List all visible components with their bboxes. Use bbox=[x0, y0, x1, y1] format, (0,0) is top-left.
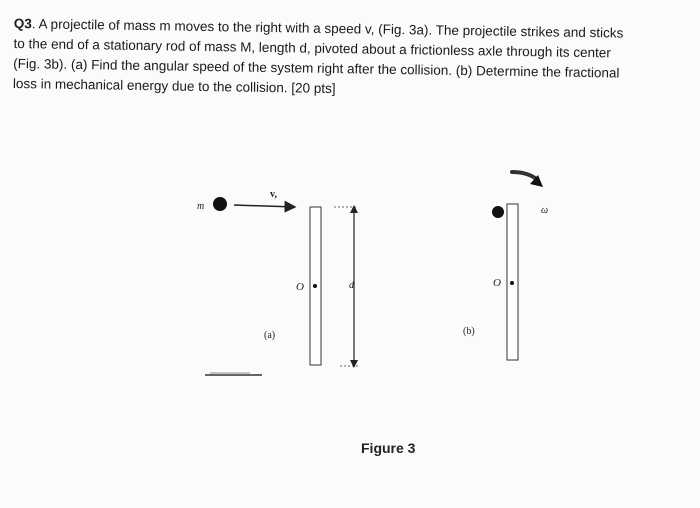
rotation-arrow bbox=[510, 170, 537, 180]
dimension-arrow-up bbox=[350, 205, 358, 213]
mass-label: m bbox=[197, 201, 204, 212]
velocity-label: v, bbox=[270, 189, 277, 200]
velocity-arrow bbox=[233, 200, 297, 213]
panel-label-a: (a) bbox=[264, 330, 275, 341]
figure-b: O ω (b) bbox=[463, 170, 548, 361]
omega-label: ω bbox=[541, 205, 548, 216]
pivot-a bbox=[313, 284, 317, 288]
pivot-label-b: O bbox=[493, 277, 501, 289]
dimension-arrow-down bbox=[350, 360, 358, 368]
projectile-ball-stuck bbox=[492, 206, 504, 218]
pivot-b bbox=[510, 281, 514, 285]
rotation-arrow-head bbox=[530, 175, 543, 187]
figure-a: m v, O d (a) bbox=[197, 189, 358, 376]
pivot-label-a: O bbox=[296, 281, 304, 293]
length-label: d bbox=[349, 280, 355, 291]
figure-caption: Figure 3 bbox=[361, 440, 416, 456]
publisher-credit-mark bbox=[205, 372, 262, 376]
projectile-ball bbox=[213, 197, 227, 211]
panel-label-b: (b) bbox=[463, 326, 475, 337]
